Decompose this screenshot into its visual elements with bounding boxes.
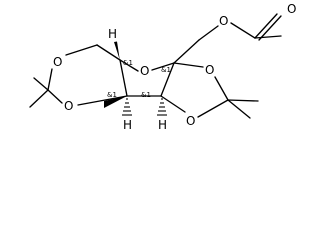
- atom-o-ester: O: [219, 14, 228, 28]
- wedge-bond-o-dioxane-bottom: [104, 96, 127, 108]
- atom-o-dioxane-top: O: [53, 55, 62, 69]
- stereo-bonds: [104, 41, 167, 116]
- atom-h-bottom-left: H: [123, 118, 132, 132]
- chemical-structure-diagram: O O O O O O O H H H &1 &1 &1 &1: [29, 2, 296, 132]
- atom-o-carbonyl: O: [287, 2, 296, 16]
- stereo-label-c-left-fusion: &1: [107, 91, 117, 99]
- atom-o-dioxolane-bottom: O: [186, 114, 195, 128]
- atom-o-dioxane-bottom: O: [64, 99, 73, 113]
- atom-o-ring-furanose: O: [140, 64, 149, 78]
- stereo-label-c-spiro: &1: [161, 66, 171, 74]
- atom-h-top: H: [108, 27, 117, 41]
- atom-o-dioxolane-right: O: [205, 63, 214, 77]
- hashed-bond-h-bottom-left: [122, 98, 132, 116]
- atom-h-bottom-right: H: [158, 118, 167, 132]
- wedge-bond-h-top: [114, 41, 120, 60]
- bonds: [29, 13, 282, 119]
- stereo-descriptors: &1 &1 &1 &1: [107, 59, 171, 99]
- hashed-bond-h-bottom-right: [157, 98, 167, 116]
- atom-labels: O O O O O O O H H H: [53, 2, 296, 132]
- stereo-label-c-top-left: &1: [123, 59, 133, 67]
- stereo-label-c-right-fusion: &1: [141, 91, 151, 99]
